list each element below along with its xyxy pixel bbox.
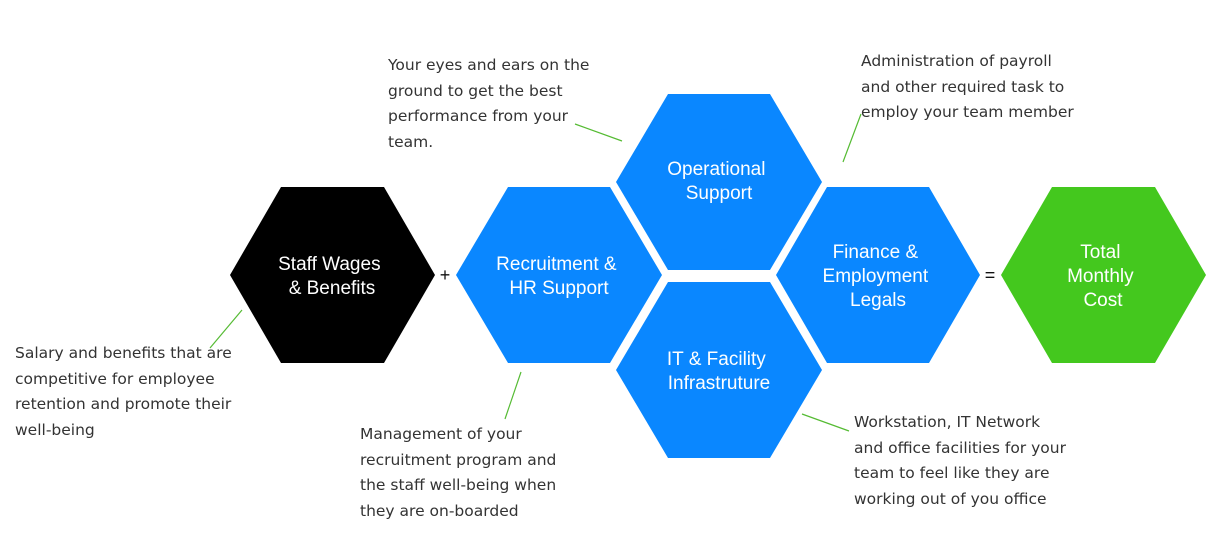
connector-staff — [209, 309, 243, 349]
connector-recruitment — [504, 371, 522, 420]
hexagon-it-facility: IT & Facility Infrastruture — [616, 282, 822, 458]
hexagon-total-label: Total Monthly Cost — [1067, 242, 1139, 311]
equals-operator: = — [985, 265, 996, 285]
hexagon-total-cost: Total Monthly Cost — [1001, 187, 1206, 363]
note-finance-legals: Administration of payroll and other requ… — [861, 52, 1074, 121]
hexagon-recruitment-shape — [456, 187, 662, 363]
hexagon-recruitment-label: Recruitment & HR Support — [496, 254, 622, 299]
connector-operational — [574, 123, 623, 142]
hexagon-it-shape — [616, 282, 822, 458]
hexagon-staff-wages: Staff Wages & Benefits — [230, 187, 435, 363]
hexagon-finance: Finance & Employment Legals — [776, 187, 980, 363]
hexagon-recruitment: Recruitment & HR Support — [456, 187, 662, 363]
hexagon-staff-label: Staff Wages & Benefits — [278, 254, 386, 299]
connector-it — [801, 413, 850, 432]
note-staff-wages: Salary and benefits that are competitive… — [15, 344, 232, 439]
note-recruitment: Management of your recruitment program a… — [360, 425, 557, 520]
hexagon-total-shape — [1001, 187, 1206, 363]
hexagon-operational-shape — [616, 94, 822, 270]
connector-lines — [209, 113, 862, 432]
hexagon-it-label: IT & Facility Infrastruture — [667, 349, 771, 394]
connector-finance — [842, 113, 862, 163]
note-operational-support: Your eyes and ears on the ground to get … — [388, 56, 590, 151]
note-it-facility: Workstation, IT Network and office facil… — [854, 413, 1066, 508]
hexagon-staff-shape — [230, 187, 435, 363]
plus-operator: + — [440, 265, 451, 285]
hexagon-operational-label: Operational Support — [667, 159, 771, 204]
hexagon-operational: Operational Support — [616, 94, 822, 270]
hexagon-finance-shape — [776, 187, 980, 363]
hexagon-finance-label: Finance & Employment Legals — [823, 242, 934, 311]
